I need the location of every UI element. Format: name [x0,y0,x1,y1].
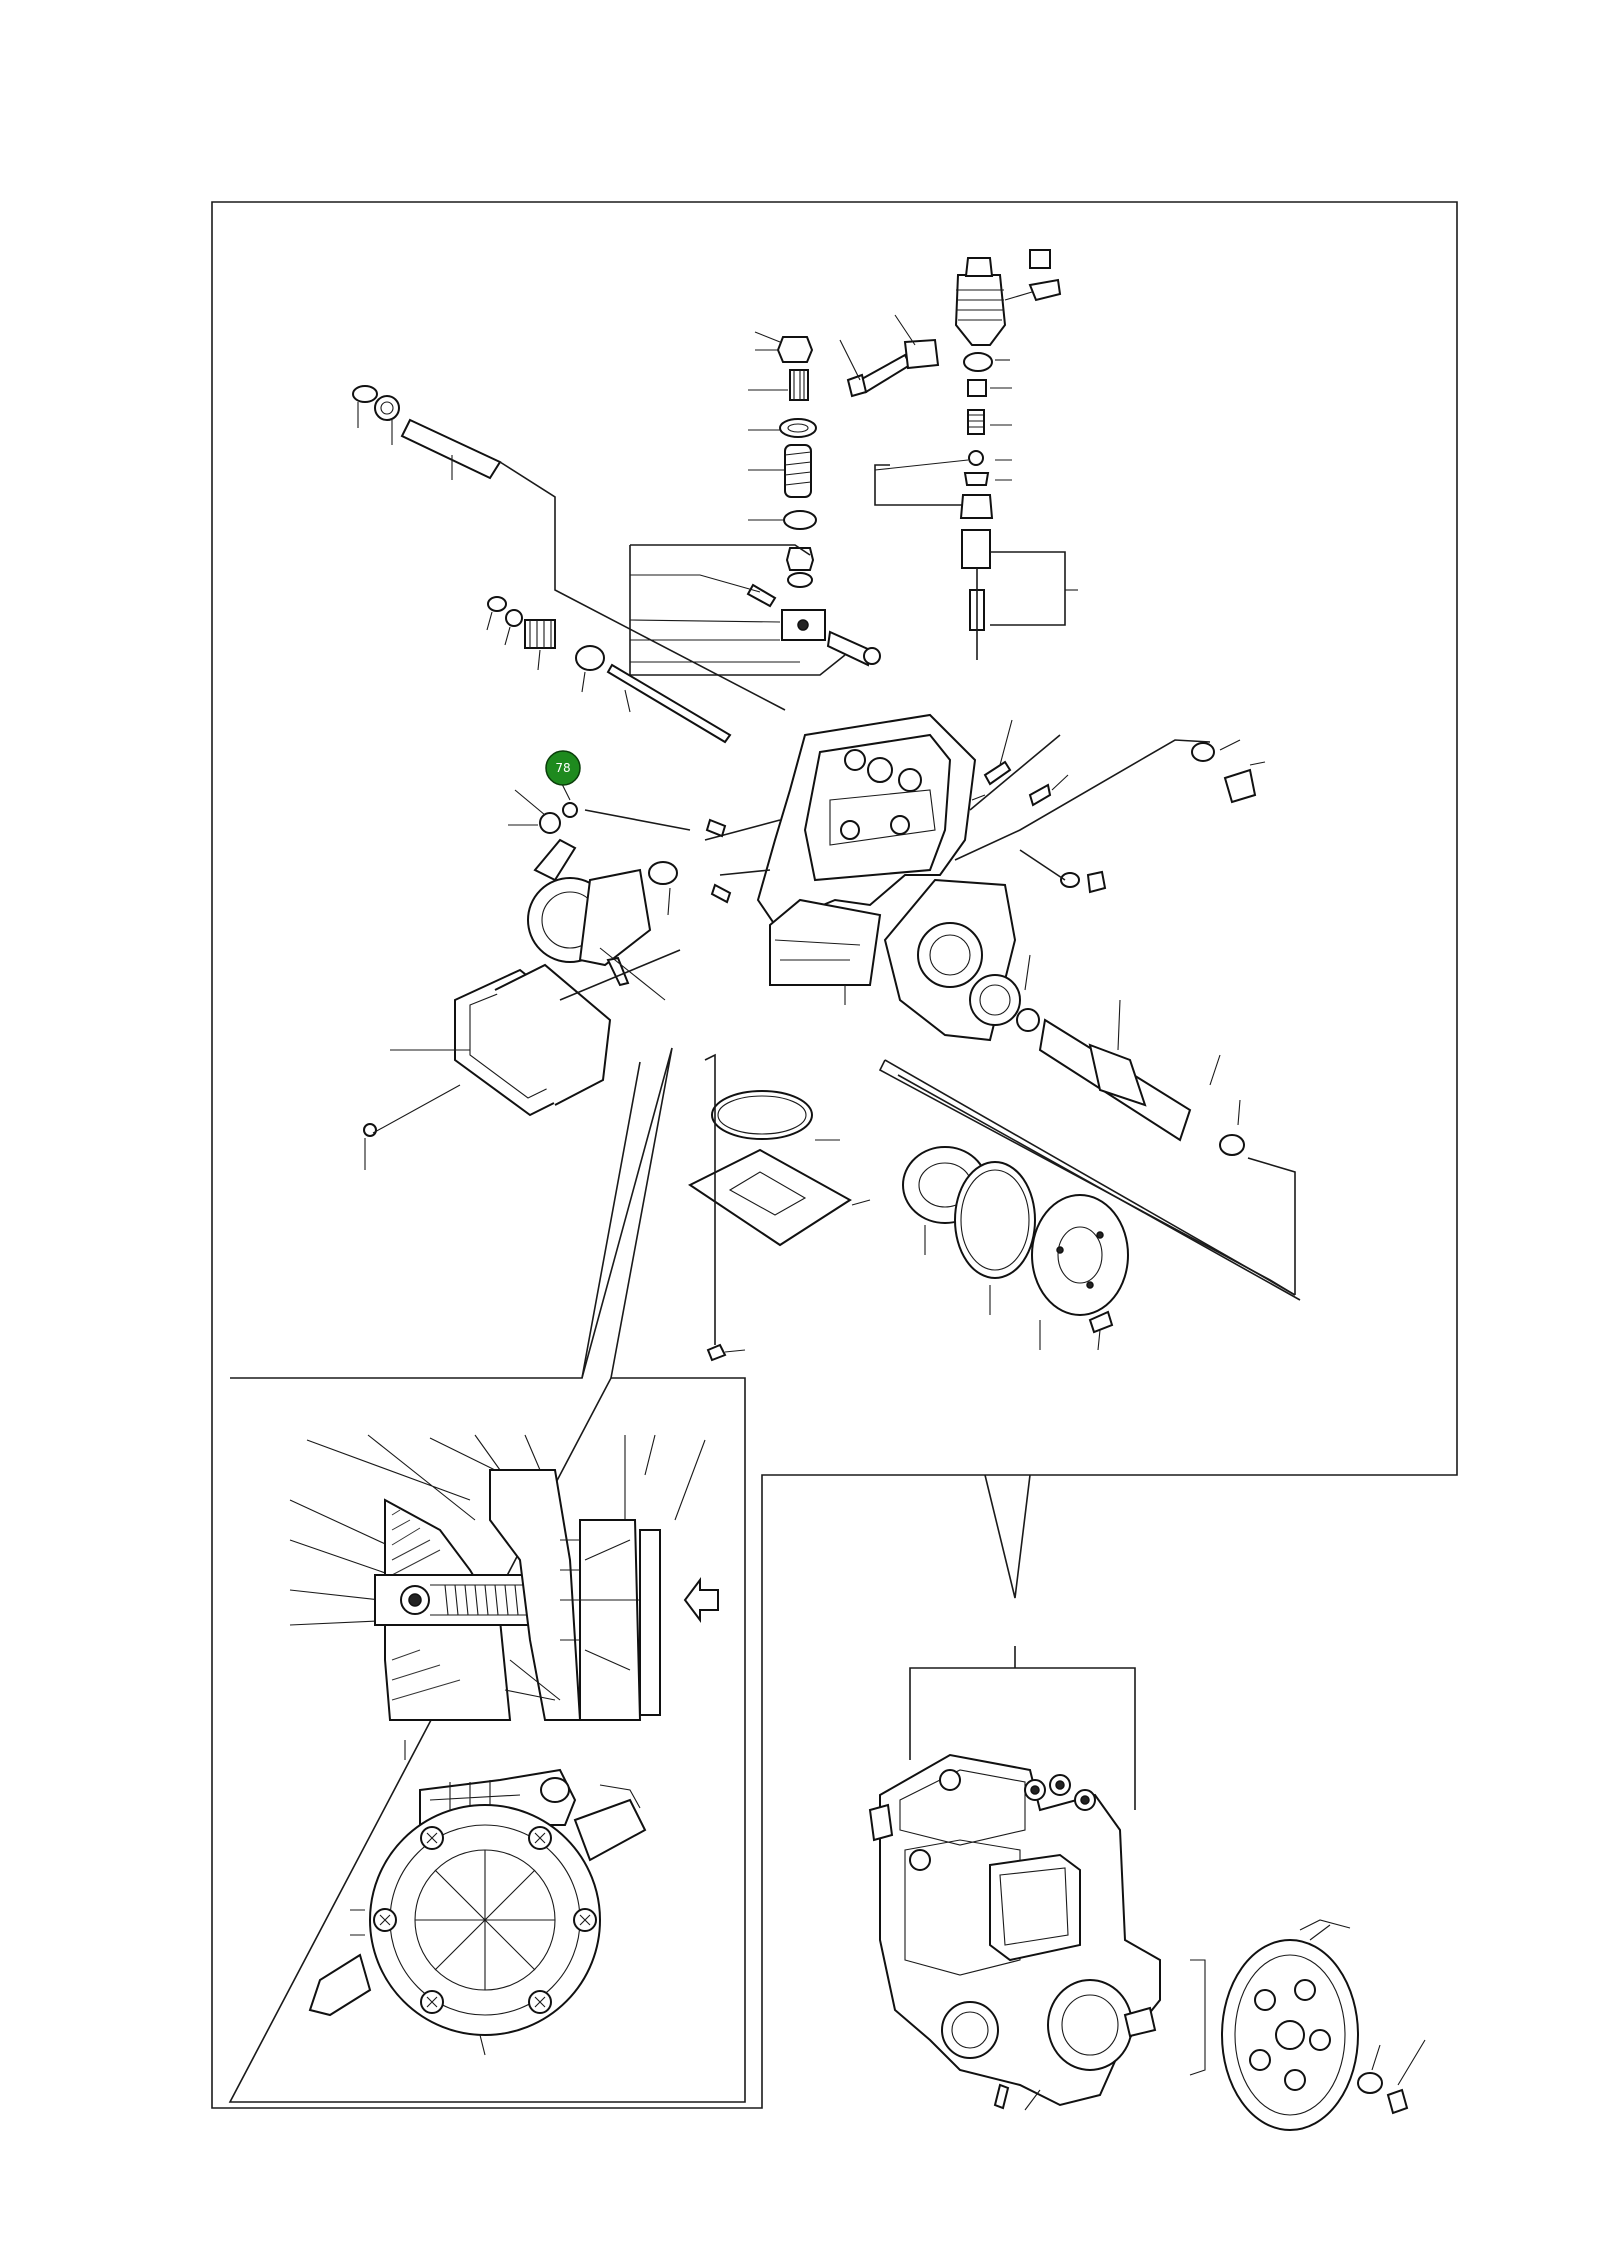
governor-lever-parts [486,596,732,744]
inset-front-view [308,1740,647,2056]
inset-frame [228,1047,746,2103]
housing-screws [705,719,1266,904]
bearing-and-flange [897,1074,1301,1351]
oring-and-plate [688,1053,871,1362]
callout-badge-label: 78 [555,761,570,775]
main-frame [211,201,1458,2109]
drive-gear [1221,1919,1426,2131]
flow-arrow [683,1577,719,1623]
assembled-pump [868,1753,1206,2111]
arrow-right-icon [683,1577,719,1623]
fuel-pipe-parts [352,385,786,711]
callout-badge[interactable]: 78 [545,750,581,786]
drive-shaft [878,954,1296,1296]
assembly-callout-lines [909,1474,1136,1810]
inspection-cover [363,949,681,1170]
governor-bracket-lines [629,544,846,676]
solenoid-parts [839,249,1078,660]
governor-cap-stack [746,331,881,667]
inset-section-view [289,1434,706,1721]
feed-pump [508,769,691,1001]
